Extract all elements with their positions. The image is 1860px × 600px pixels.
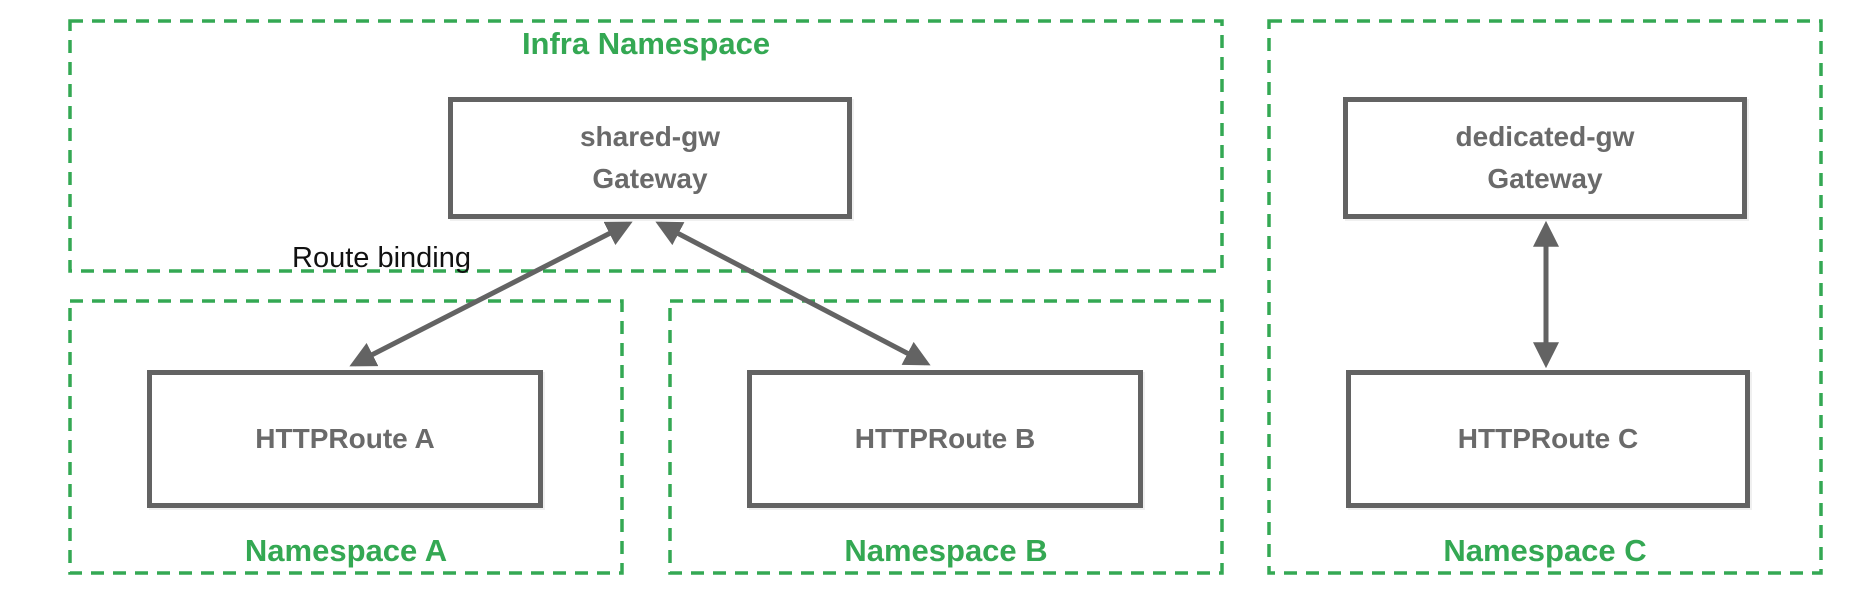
namespace-b-boundary — [668, 299, 1224, 575]
dedicated-gw-gateway-label: dedicated-gw Gateway — [1456, 116, 1635, 200]
httproute-a-node: HTTPRoute A — [147, 370, 543, 508]
route-binding-label: Route binding — [292, 242, 471, 274]
route-binding-arrow-shared-to-a — [349, 221, 633, 367]
shared-gw-gateway-node: shared-gw Gateway — [448, 97, 852, 219]
gateway-kind: Gateway — [1487, 163, 1603, 194]
namespace-c-label: Namespace C — [1443, 533, 1647, 568]
httproute-b-node: HTTPRoute B — [747, 370, 1143, 508]
infra-namespace-label: Infra Namespace — [521, 26, 771, 61]
namespace-a-boundary — [68, 299, 624, 575]
route-binding-arrow-shared-to-b — [655, 221, 931, 366]
httproute-label: HTTPRoute A — [255, 423, 435, 454]
httproute-c-node: HTTPRoute C — [1346, 370, 1750, 508]
namespace-a-label: Namespace A — [244, 533, 448, 568]
dedicated-gw-gateway-node: dedicated-gw Gateway — [1343, 97, 1747, 219]
gateway-name: shared-gw — [579, 121, 721, 152]
httproute-label: HTTPRoute C — [1457, 423, 1639, 454]
infra-namespace-boundary — [68, 19, 1224, 273]
httproute-label: HTTPRoute B — [854, 423, 1036, 454]
namespace-b-label: Namespace B — [844, 533, 1048, 568]
gateway-kind: Gateway — [592, 163, 708, 194]
namespace-c-boundary — [1267, 19, 1823, 575]
gateway-name: dedicated-gw — [1455, 121, 1635, 152]
shared-gw-gateway-label: shared-gw Gateway — [580, 116, 720, 200]
